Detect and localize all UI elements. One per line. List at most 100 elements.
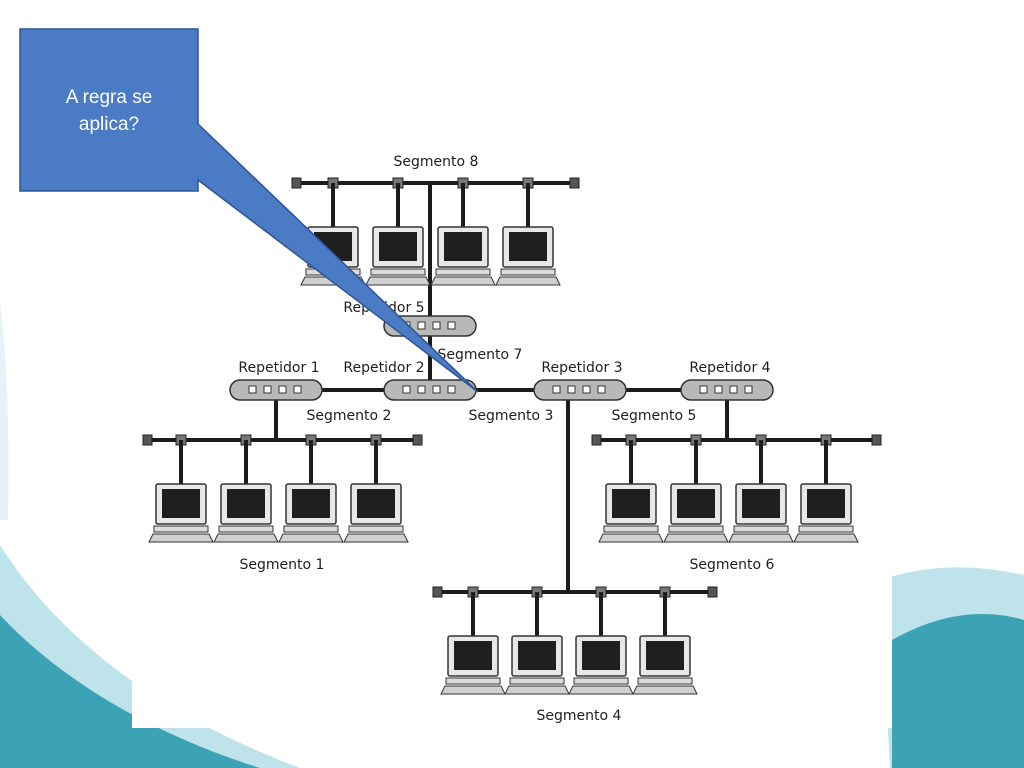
terminator-icon xyxy=(412,434,423,446)
terminator-icon xyxy=(591,434,602,446)
keyboard xyxy=(213,533,279,543)
label-segmento-3: Segmento 3 xyxy=(469,408,554,424)
repeater-port xyxy=(263,385,272,394)
repeater-port xyxy=(729,385,738,394)
computer-segment-8 xyxy=(365,177,431,286)
repeater-port xyxy=(248,385,257,394)
computer-segment-1 xyxy=(148,434,214,543)
computer-segment-1 xyxy=(278,434,344,543)
monitor-base xyxy=(603,525,659,533)
repeater-port xyxy=(567,385,576,394)
repeater-body xyxy=(533,379,627,401)
repeater-2 xyxy=(383,379,477,401)
screen xyxy=(162,489,200,518)
workstations xyxy=(148,177,859,695)
repeater-port xyxy=(293,385,302,394)
terminator-icon xyxy=(871,434,882,446)
computer-segment-6 xyxy=(728,434,794,543)
screen xyxy=(509,232,547,261)
terminator-icon xyxy=(707,586,718,598)
repeater-port xyxy=(699,385,708,394)
repeater-body xyxy=(383,379,477,401)
repeater-body xyxy=(229,379,323,401)
screen xyxy=(379,232,417,261)
label-repetidor-4: Repetidor 4 xyxy=(689,360,770,376)
wave-teal-left xyxy=(0,615,260,768)
keyboard xyxy=(598,533,664,543)
repeater-port xyxy=(447,321,456,330)
repeater-port xyxy=(402,385,411,394)
computer-segment-6 xyxy=(793,434,859,543)
repeater-port xyxy=(432,321,441,330)
screen xyxy=(444,232,482,261)
repeater-body xyxy=(680,379,774,401)
repeater-1 xyxy=(229,379,323,401)
computer-segment-6 xyxy=(598,434,664,543)
keyboard xyxy=(440,685,506,695)
label-segmento-5: Segmento 5 xyxy=(612,408,697,424)
repeater-3 xyxy=(533,379,627,401)
monitor-base xyxy=(500,268,556,276)
repeater-port xyxy=(417,385,426,394)
screen xyxy=(454,641,492,670)
repeater-port xyxy=(447,385,456,394)
screen xyxy=(612,489,650,518)
keyboard xyxy=(495,276,561,286)
keyboard xyxy=(793,533,859,543)
repeater-port xyxy=(744,385,753,394)
label-repetidor-1: Repetidor 1 xyxy=(238,360,319,376)
screen xyxy=(742,489,780,518)
repeater-port xyxy=(278,385,287,394)
terminator-icon xyxy=(432,586,443,598)
repeater-port xyxy=(432,385,441,394)
monitor-base xyxy=(798,525,854,533)
computer-segment-4 xyxy=(568,586,634,695)
repeater-port xyxy=(582,385,591,394)
keyboard xyxy=(728,533,794,543)
screen xyxy=(227,489,265,518)
computer-segment-8 xyxy=(430,177,496,286)
repeaters xyxy=(229,315,774,401)
monitor-base xyxy=(153,525,209,533)
monitor-base xyxy=(509,677,565,685)
computer-segment-1 xyxy=(343,434,409,543)
screen xyxy=(646,641,684,670)
computer-segment-6 xyxy=(663,434,729,543)
screen xyxy=(292,489,330,518)
repeater-port xyxy=(714,385,723,394)
screen xyxy=(807,489,845,518)
repeater-4 xyxy=(680,379,774,401)
wave-teal-right xyxy=(892,614,1024,768)
screen xyxy=(518,641,556,670)
computer-segment-4 xyxy=(440,586,506,695)
callout-box xyxy=(19,28,199,192)
keyboard xyxy=(568,685,634,695)
keyboard xyxy=(148,533,214,543)
computer-segment-8 xyxy=(495,177,561,286)
monitor-base xyxy=(668,525,724,533)
monitor-base xyxy=(435,268,491,276)
label-segmento-1: Segmento 1 xyxy=(240,557,325,573)
keyboard xyxy=(278,533,344,543)
label-segmento-4: Segmento 4 xyxy=(537,708,622,724)
monitor-base xyxy=(348,525,404,533)
terminator-icon xyxy=(569,177,580,189)
label-repetidor-2: Repetidor 2 xyxy=(343,360,424,376)
label-repetidor-3: Repetidor 3 xyxy=(541,360,622,376)
monitor-base xyxy=(573,677,629,685)
computer-segment-4 xyxy=(632,586,698,695)
computer-segment-1 xyxy=(213,434,279,543)
monitor-base xyxy=(370,268,426,276)
label-segmento-7: Segmento 7 xyxy=(438,347,523,363)
wave-edge-left xyxy=(0,300,9,520)
monitor-base xyxy=(218,525,274,533)
monitor-base xyxy=(733,525,789,533)
keyboard xyxy=(632,685,698,695)
callout-text-line: aplica? xyxy=(79,114,139,135)
repeater-port xyxy=(552,385,561,394)
repeater-port xyxy=(417,321,426,330)
screen xyxy=(677,489,715,518)
